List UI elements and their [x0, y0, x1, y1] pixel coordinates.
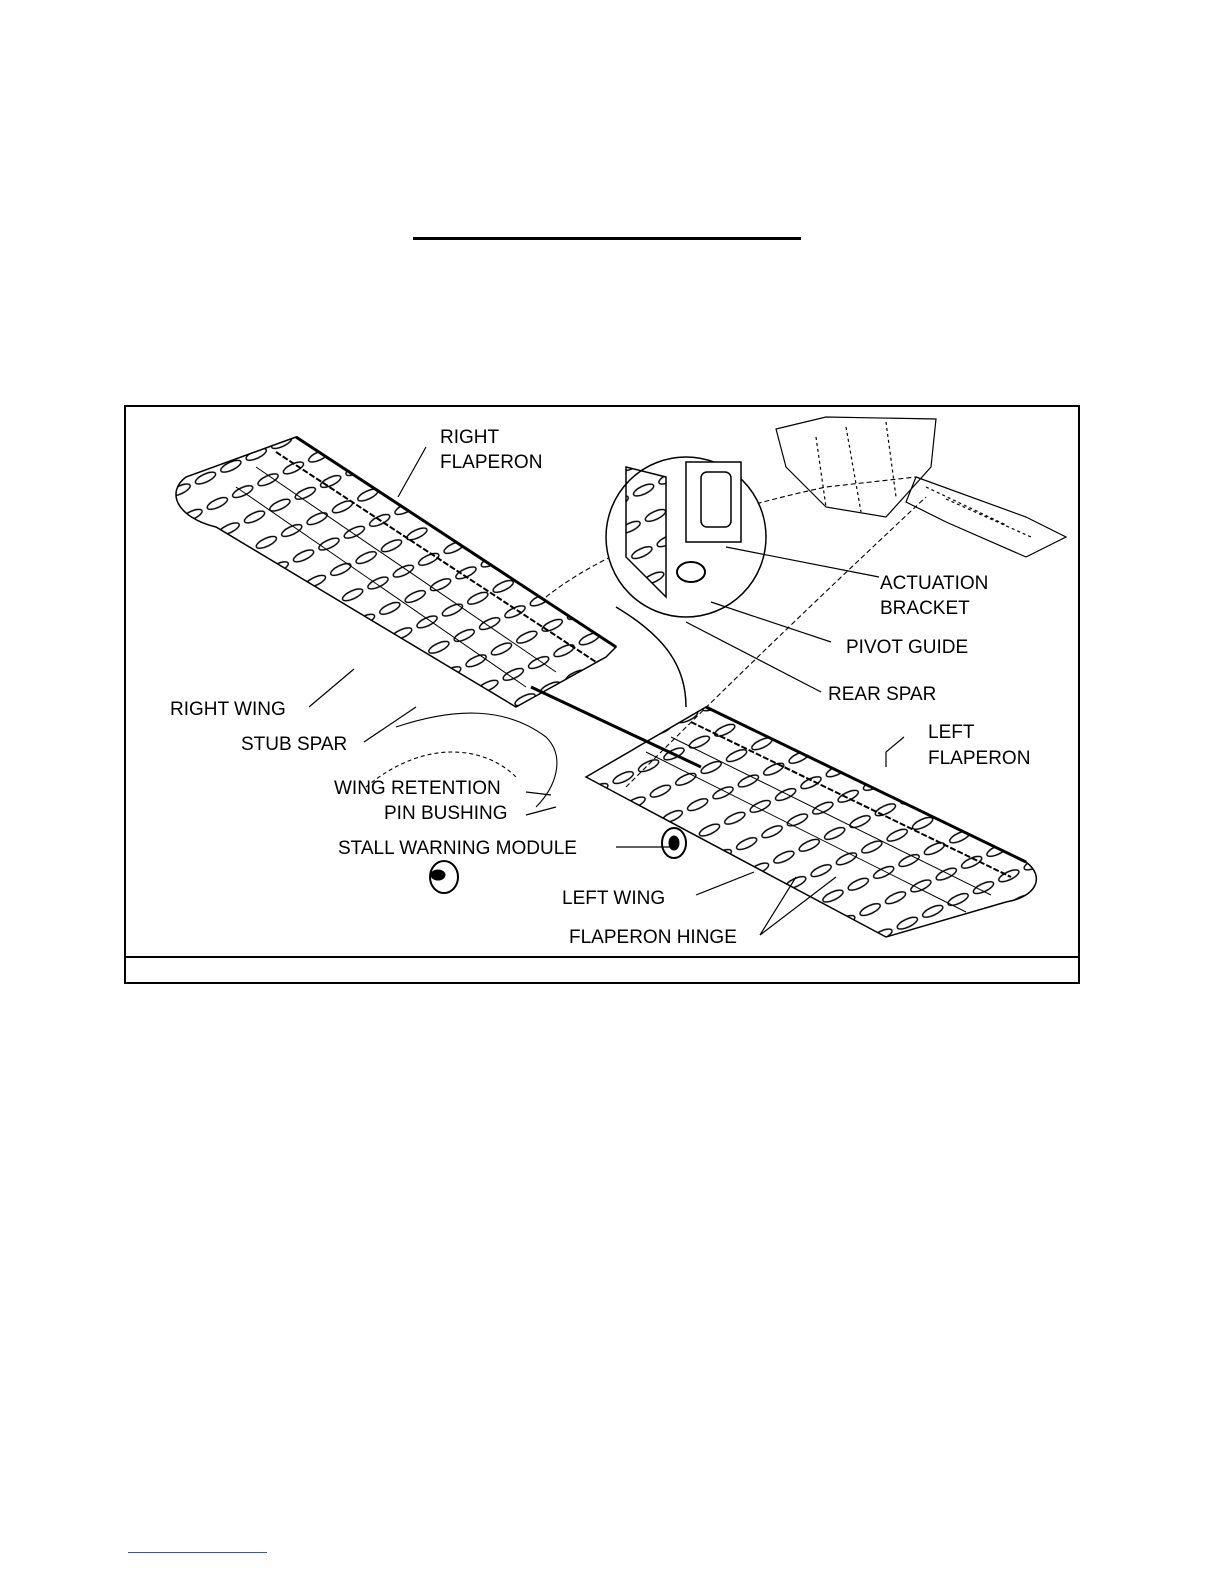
title-underline — [413, 237, 801, 240]
nose-wheel — [430, 861, 458, 893]
figure-frame: RIGHT FLAPERON ACTUATION BRACKET PIVOT G… — [124, 405, 1080, 984]
detail-view — [606, 457, 766, 707]
label-right-flaperon-line2: FLAPERON — [440, 452, 542, 473]
label-pivot-guide: PIVOT GUIDE — [846, 637, 968, 658]
wing-structure-drawing: RIGHT FLAPERON ACTUATION BRACKET PIVOT G… — [126, 407, 1078, 954]
label-rear-spar: REAR SPAR — [828, 684, 936, 705]
label-left-wing: LEFT WING — [562, 888, 665, 909]
label-left-flaperon-line2: FLAPERON — [928, 748, 1030, 769]
label-left-flaperon-line1: LEFT — [928, 722, 975, 743]
figure-caption — [126, 960, 1078, 980]
tail-surfaces — [776, 417, 1066, 557]
label-stall-warning: STALL WARNING MODULE — [338, 838, 577, 859]
label-right-wing: RIGHT WING — [170, 699, 286, 720]
label-actuation-line2: BRACKET — [880, 598, 970, 619]
label-wing-retention-line1: WING RETENTION — [334, 778, 501, 799]
label-stub-spar: STUB SPAR — [241, 734, 347, 755]
right-wing — [176, 437, 616, 707]
footer-rule — [128, 1552, 267, 1553]
main-wheel — [662, 828, 686, 858]
label-flaperon-hinge: FLAPERON HINGE — [569, 927, 737, 948]
label-actuation-line1: ACTUATION — [880, 573, 988, 594]
label-wing-retention-line2: PIN BUSHING — [384, 803, 508, 824]
caption-divider — [126, 956, 1078, 958]
label-right-flaperon-line1: RIGHT — [440, 427, 500, 448]
